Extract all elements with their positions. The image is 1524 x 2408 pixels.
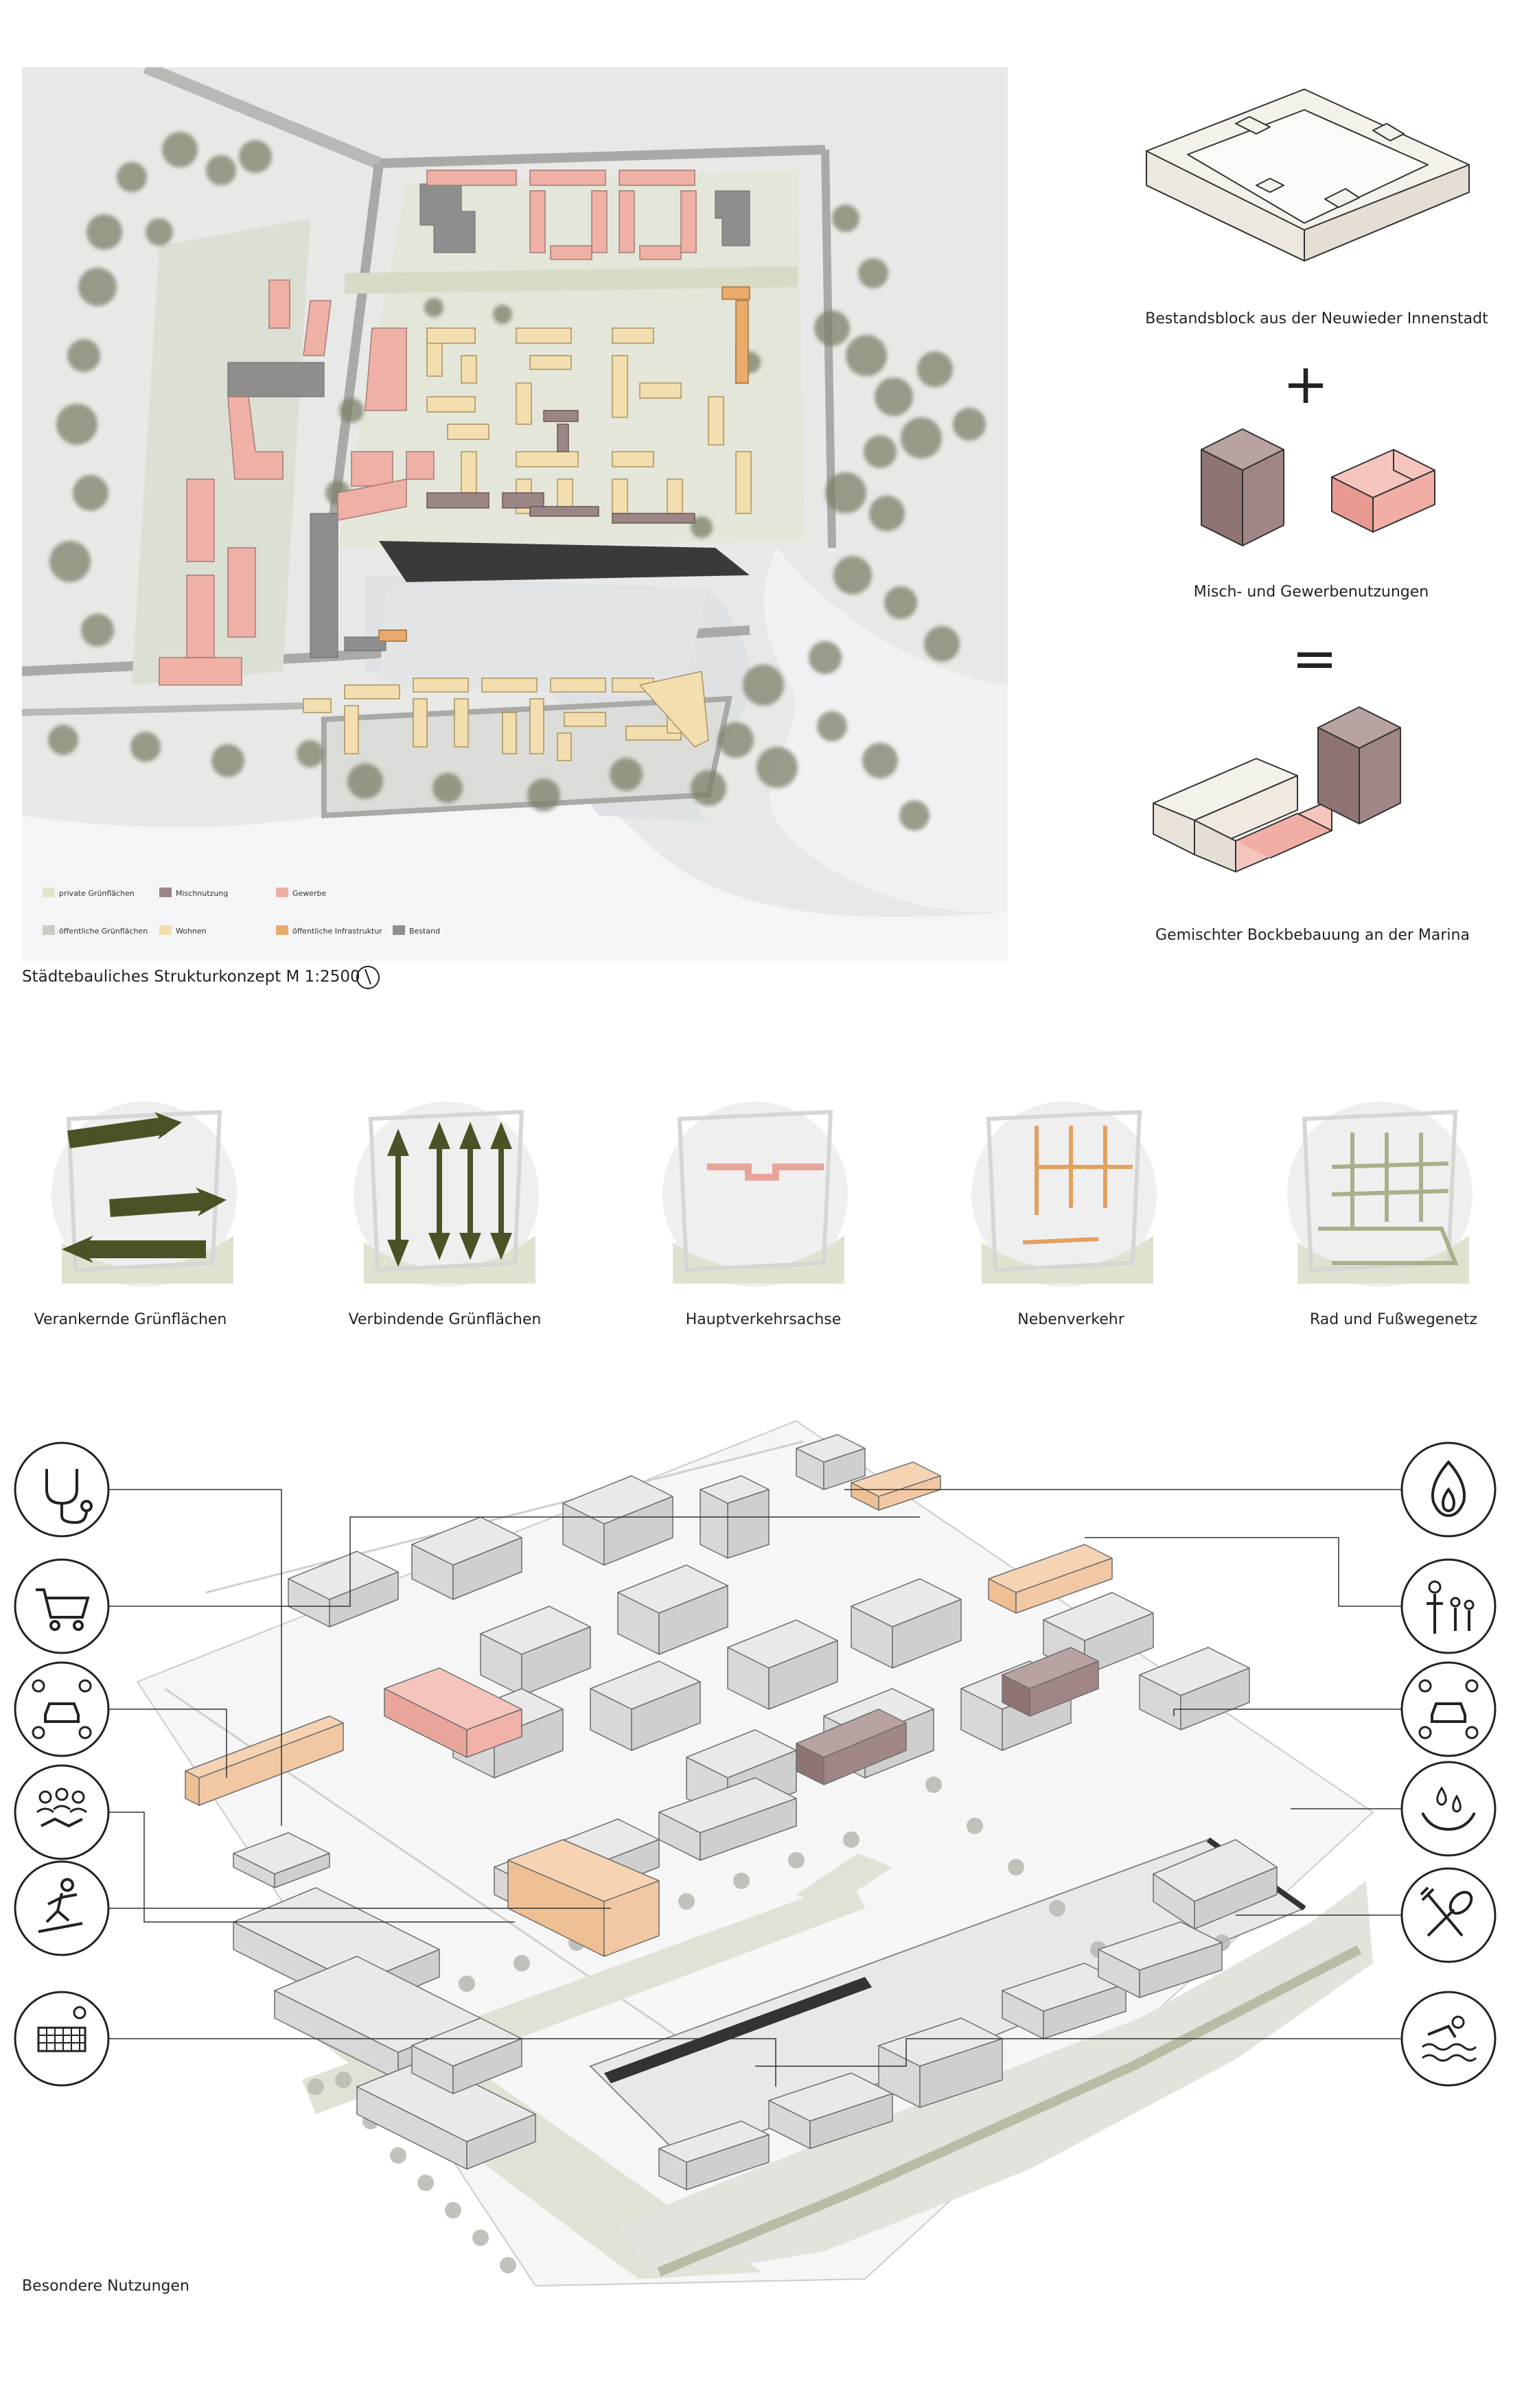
plus-sign: + (1282, 352, 1329, 416)
legend-public-green: öffentliche Grünflächen (59, 927, 148, 936)
fire-icon (1400, 1442, 1497, 1538)
plan-caption: Städtebauliches Strukturkonzept M 1:2500 (22, 968, 360, 986)
mixed-use-cubes (1201, 428, 1435, 546)
legend-private-green: private Grünflächen (59, 889, 135, 898)
diagram-label-2: Verbindende Grünflächen (348, 1311, 542, 1328)
combined-block-axo (1153, 706, 1401, 872)
diagram-label-5: Rad und Fußwegenetz (1309, 1311, 1478, 1328)
axo-caption: Besondere Nutzungen (22, 2278, 189, 2295)
diagram-label-3: Hauptverkehrsachse (685, 1311, 842, 1328)
car-sharing-icon (14, 1661, 110, 1757)
north-arrow-icon (356, 966, 380, 989)
existing-block-axo (1146, 89, 1470, 262)
car-sharing-right-icon (1400, 1661, 1497, 1757)
restaurant-icon (1400, 1867, 1497, 1963)
axonometric-view (14, 1420, 1497, 2287)
swimming-icon (1400, 1991, 1497, 2087)
volleyball-icon (14, 1991, 110, 2087)
concept-step3-label: Gemischter Bockbebauung an der Marina (1155, 927, 1470, 944)
family-icon (1400, 1558, 1497, 1654)
concept-step2-label: Misch- und Gewerbenutzungen (1193, 583, 1429, 601)
skateboard-icon (14, 1860, 110, 1956)
diagram-connecting-green (354, 1102, 539, 1287)
diagram-label-4: Nebenverkehr (1017, 1311, 1124, 1328)
shopping-cart-icon (14, 1558, 110, 1654)
legend-bestand: Bestand (409, 927, 440, 936)
site-plan-drawing: private Grünflächen Mischnutzung Gewerbe… (22, 67, 1008, 961)
water-drops-icon (1400, 1761, 1497, 1857)
community-icon (14, 1764, 110, 1860)
legend-wohnen: Wohnen (176, 927, 207, 936)
concept-step1-label: Bestandsblock aus der Neuwieder Innensta… (1145, 310, 1488, 327)
legend-infrastruktur: öffentliche Infrastruktur (292, 927, 382, 936)
diagram-main-traffic (662, 1102, 848, 1287)
stethoscope-icon (14, 1442, 110, 1538)
legend-gewerbe: Gewerbe (292, 889, 327, 898)
diagram-row: Verankernde Grünflächen Verbindende Grün… (0, 1085, 1524, 1359)
plan-legend: private Grünflächen Mischnutzung Gewerbe… (43, 888, 440, 936)
icons-left (14, 1442, 110, 2087)
diagram-secondary-traffic (971, 1102, 1157, 1287)
diagram-anchoring-green (51, 1102, 237, 1287)
equals-sign: = (1291, 627, 1338, 691)
diagram-label-1: Verankernde Grünflächen (34, 1311, 227, 1328)
site-plan: private Grünflächen Mischnutzung Gewerbe… (22, 67, 1008, 961)
diagram-bike-foot-network (1287, 1102, 1473, 1287)
legend-misch: Mischnutzung (176, 889, 228, 898)
icons-right (1400, 1442, 1497, 2087)
